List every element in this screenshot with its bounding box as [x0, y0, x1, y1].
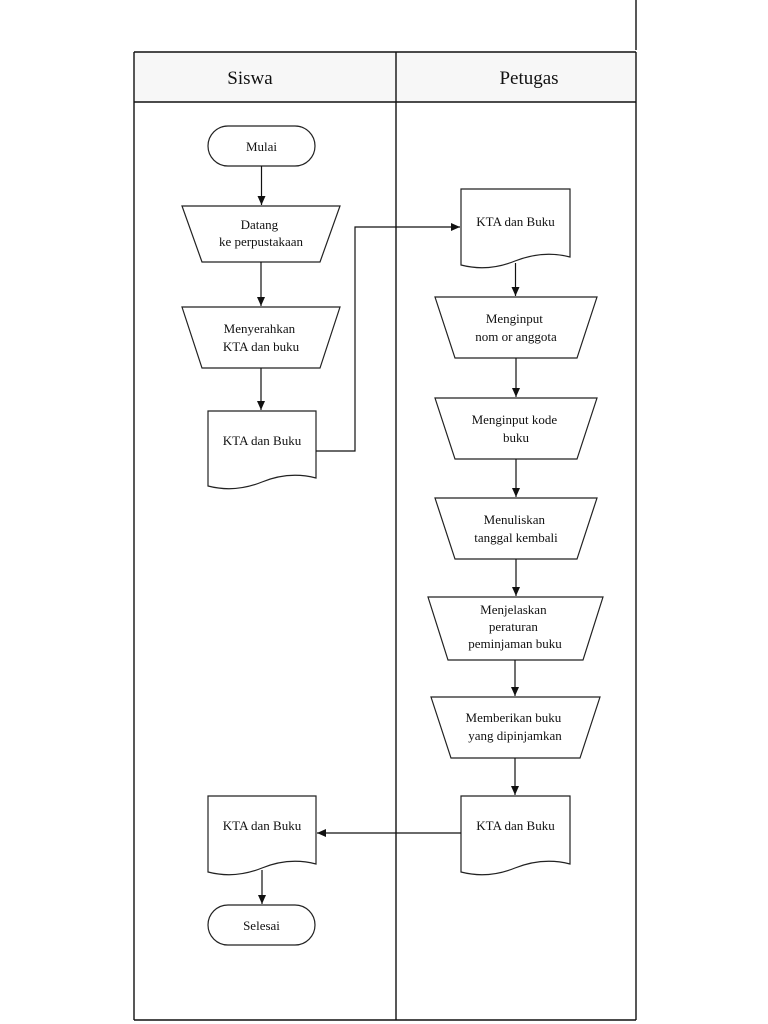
document-shape — [207, 410, 317, 490]
datang-label: Datang ke perpustakaan — [219, 217, 304, 249]
node-doc-siswa-1: KTA dan Buku — [207, 410, 317, 490]
memberikan-label: Memberikan buku yang dipinjamkan — [466, 710, 565, 743]
menjelaskan-line-1: Menjelaskan — [480, 602, 547, 617]
menuliskan-line-2: tanggal kembali — [474, 530, 558, 545]
input-anggota-line-2: nom or anggota — [475, 329, 557, 344]
end-label: Selesai — [243, 918, 280, 933]
node-datang: Datang ke perpustakaan — [181, 205, 341, 263]
manual-operation-shape — [434, 296, 598, 359]
manual-operation-shape — [430, 696, 601, 759]
node-doc-petugas-1: KTA dan Buku — [460, 188, 571, 269]
manual-operation-shape — [434, 497, 598, 560]
node-menyerahkan: Menyerahkan KTA dan buku — [181, 306, 341, 369]
node-end: Selesai — [207, 904, 316, 946]
lane-title-petugas: Petugas — [499, 68, 558, 89]
manual-operation-shape — [181, 306, 341, 369]
node-input-kode: Menginput kode buku — [434, 397, 598, 460]
doc-siswa-1-label: KTA dan Buku — [223, 433, 302, 448]
menyerahkan-line-2: KTA dan buku — [223, 339, 300, 354]
menjelaskan-line-3: peminjaman buku — [468, 636, 562, 651]
lane-title-siswa: Siswa — [227, 68, 273, 89]
menjelaskan-label: Menjelaskan peraturan peminjaman buku — [468, 602, 562, 651]
manual-operation-shape — [427, 596, 604, 661]
menuliskan-line-1: Menuliskan — [484, 512, 546, 527]
menyerahkan-label: Menyerahkan KTA dan buku — [223, 321, 300, 354]
node-doc-siswa-2: KTA dan Buku — [207, 795, 317, 876]
input-anggota-label: Menginput nom or anggota — [475, 311, 557, 344]
manual-operation-shape — [181, 205, 341, 263]
arrow-doc-siswa-to-petugas — [316, 223, 460, 452]
input-kode-line-1: Menginput kode — [472, 412, 558, 427]
node-menjelaskan: Menjelaskan peraturan peminjaman buku — [427, 596, 604, 661]
input-anggota-line-1: Menginput — [486, 311, 543, 326]
doc-petugas-2-label: KTA dan Buku — [476, 818, 555, 833]
memberikan-line-1: Memberikan buku — [466, 710, 562, 725]
connectors — [257, 166, 520, 904]
node-doc-petugas-2: KTA dan Buku — [460, 795, 571, 876]
node-input-anggota: Menginput nom or anggota — [434, 296, 598, 359]
node-start: Mulai — [207, 125, 316, 167]
menyerahkan-line-1: Menyerahkan — [224, 321, 296, 336]
lane-header-background — [134, 52, 636, 102]
manual-operation-shape — [434, 397, 598, 460]
doc-siswa-2-label: KTA dan Buku — [223, 818, 302, 833]
start-label: Mulai — [246, 139, 277, 154]
terminator-shape — [207, 904, 316, 946]
menjelaskan-line-2: peraturan — [489, 619, 539, 634]
document-shape — [207, 795, 317, 876]
swimlane-frame: Siswa Petugas — [133, 0, 637, 1021]
datang-line-2: ke perpustakaan — [219, 234, 304, 249]
node-memberikan: Memberikan buku yang dipinjamkan — [430, 696, 601, 759]
menuliskan-label: Menuliskan tanggal kembali — [474, 512, 558, 545]
document-shape — [460, 188, 571, 269]
input-kode-label: Menginput kode buku — [472, 412, 561, 445]
doc-petugas-1-label: KTA dan Buku — [476, 214, 555, 229]
node-menuliskan: Menuliskan tanggal kembali — [434, 497, 598, 560]
document-shape — [460, 795, 571, 876]
memberikan-line-2: yang dipinjamkan — [468, 728, 562, 743]
input-kode-line-2: buku — [503, 430, 530, 445]
datang-line-1: Datang — [241, 217, 279, 232]
